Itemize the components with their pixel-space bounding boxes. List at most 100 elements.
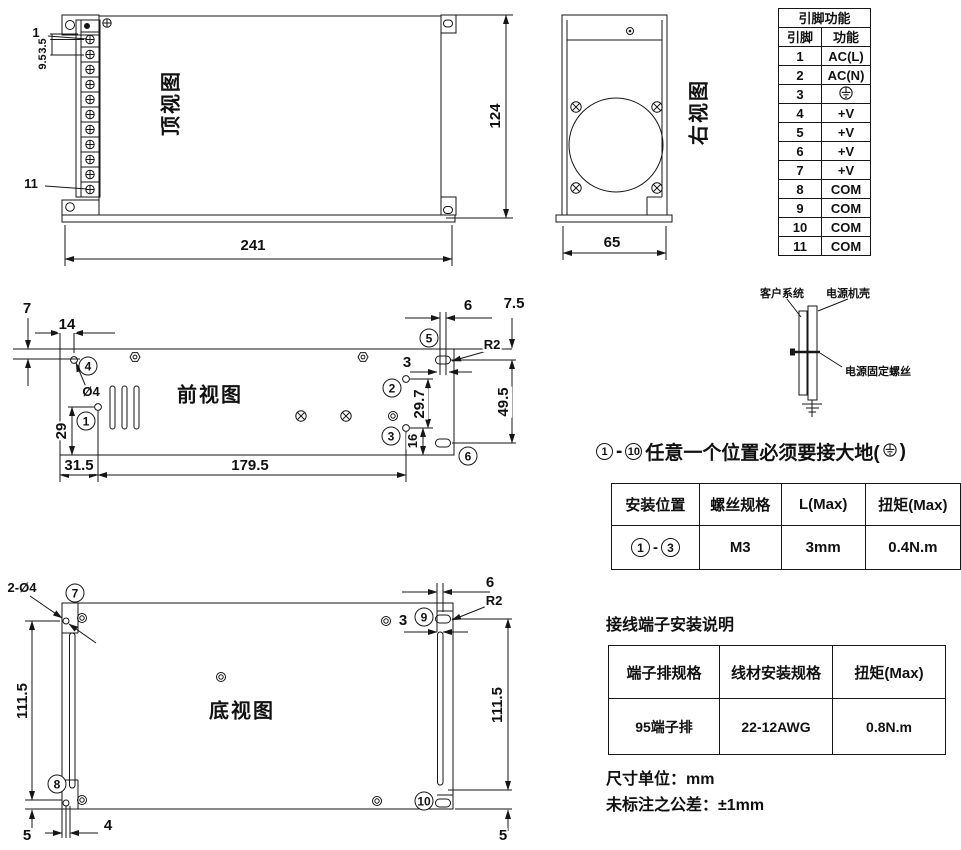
terminal-cell-wire: 22-12AWG	[719, 698, 833, 755]
dim-front-29: 29	[53, 421, 71, 441]
position-marker-10: 10	[414, 791, 434, 811]
ground-note-separator: -	[616, 440, 623, 462]
pin-table-title: 引脚功能	[778, 8, 871, 28]
dim-front-29-7: 29.7	[411, 388, 429, 420]
earth-ground-icon	[839, 86, 853, 100]
pin-number-cell: 2	[778, 65, 822, 85]
pin-number-cell: 5	[778, 122, 822, 142]
terminal-spec-table: 端子排规格 线材安装规格 扭矩(Max) 95端子排 22-12AWG 0.8N…	[608, 645, 946, 755]
position-marker-7: 7	[65, 583, 85, 603]
pin-number-cell: 6	[778, 141, 822, 161]
install-header-torque: 扭矩(Max)	[864, 483, 961, 526]
dim-bottom-4: 4	[102, 817, 114, 835]
install-header-position: 安装位置	[611, 483, 700, 526]
pin-function-cell: +V	[821, 160, 871, 180]
pin-function-cell: COM	[821, 217, 871, 237]
ground-note-marker-start: 1	[596, 443, 613, 460]
dim-front-7: 7	[21, 300, 33, 318]
pin-function-cell: AC(L)	[821, 46, 871, 66]
install-cell-position: 1 - 3	[611, 525, 700, 570]
pin-number-cell: 4	[778, 103, 822, 123]
pin-function-cell: +V	[821, 141, 871, 161]
pin-function-cell	[821, 84, 871, 104]
ground-note: 1 - 10 任意一个位置必须要接大地( )	[596, 438, 906, 465]
pin-table-row: 3	[778, 84, 871, 104]
pin-function-cell: +V	[821, 122, 871, 142]
pin-table-row: 7+V	[778, 160, 871, 180]
install-marker-end: 3	[660, 538, 680, 557]
dim-bottom-111-5-right: 111.5	[489, 686, 507, 724]
pin-number-cell: 7	[778, 160, 822, 180]
top-view-drawing	[44, 14, 513, 266]
ground-note-marker-end: 10	[625, 443, 643, 460]
dim-front-3: 3	[401, 354, 413, 372]
dim-front-7-5: 7.5	[502, 295, 526, 313]
terminal-label-11: 11	[23, 176, 39, 192]
ground-note-close: )	[899, 440, 906, 462]
note-units: 尺寸单位：mm	[606, 771, 715, 788]
dim-front-49-5: 49.5	[495, 386, 513, 418]
pin-number-cell: 11	[778, 236, 822, 256]
install-marker-start: 1	[630, 538, 650, 557]
terminal-header-spec: 端子排规格	[608, 645, 720, 699]
mount-screw-label: 电源固定螺丝	[845, 366, 911, 378]
terminal-label-1: 1	[31, 25, 41, 41]
dim-front-179-5: 179.5	[230, 457, 270, 475]
earth-ground-icon-template	[883, 442, 897, 457]
dim-top-width: 241	[239, 237, 267, 255]
dim-terminal-pitch: 9.5	[37, 53, 50, 71]
pin-number-cell: 10	[778, 217, 822, 237]
right-view-title: 右视图	[688, 79, 711, 145]
dim-bottom-6: 6	[484, 574, 496, 592]
dim-right-width: 65	[602, 234, 622, 252]
install-header-screw: 螺丝规格	[698, 483, 782, 526]
position-marker-1: 1	[76, 411, 96, 431]
pin-table-row: 6+V	[778, 141, 871, 161]
pin-function-cell: COM	[821, 236, 871, 256]
install-marker-separator: -	[652, 539, 658, 556]
install-cell-length: 3mm	[780, 525, 866, 570]
terminal-header-wire: 线材安装规格	[719, 645, 833, 699]
dim-bottom-5-right: 5	[497, 827, 509, 845]
right-view-drawing	[555, 14, 673, 260]
position-marker-2: 2	[382, 378, 402, 398]
position-marker-5: 5	[419, 328, 439, 348]
pin-table-row: 5+V	[778, 122, 871, 142]
pin-number-cell: 9	[778, 198, 822, 218]
pin-function-cell: COM	[821, 198, 871, 218]
pin-function-cell: +V	[821, 103, 871, 123]
bottom-view-drawing	[25, 583, 512, 838]
pin-number-cell: 8	[778, 179, 822, 199]
bottom-view-title: 底视图	[209, 700, 275, 723]
func-col-header: 功能	[821, 27, 871, 47]
pin-col-header: 引脚	[778, 27, 822, 47]
position-marker-3: 3	[381, 426, 401, 446]
terminal-cell-torque: 0.8N.m	[832, 698, 946, 755]
dim-bottom-5-left: 5	[21, 827, 33, 845]
dim-top-height: 124	[487, 102, 505, 130]
earth-ground-icon	[883, 441, 897, 463]
terminal-header-torque: 扭矩(Max)	[832, 645, 946, 699]
pin-number-cell: 3	[778, 84, 822, 104]
note-tolerance: 未标注之公差：±1mm	[606, 797, 765, 814]
dim-front-r2: R2	[482, 337, 502, 353]
install-cell-torque: 0.4N.m	[864, 525, 961, 570]
position-marker-4: 4	[78, 356, 98, 376]
dim-bottom-r2: R2	[484, 593, 504, 609]
dim-front-31-5: 31.5	[63, 457, 95, 475]
dim-bottom-111-5-left: 111.5	[14, 682, 32, 720]
dim-front-14: 14	[57, 316, 77, 334]
mount-customer-label: 客户系统	[760, 288, 804, 300]
terminal-table-title: 接线端子安装说明	[606, 617, 735, 634]
position-marker-8: 8	[47, 774, 67, 794]
front-view-title: 前视图	[177, 384, 243, 407]
